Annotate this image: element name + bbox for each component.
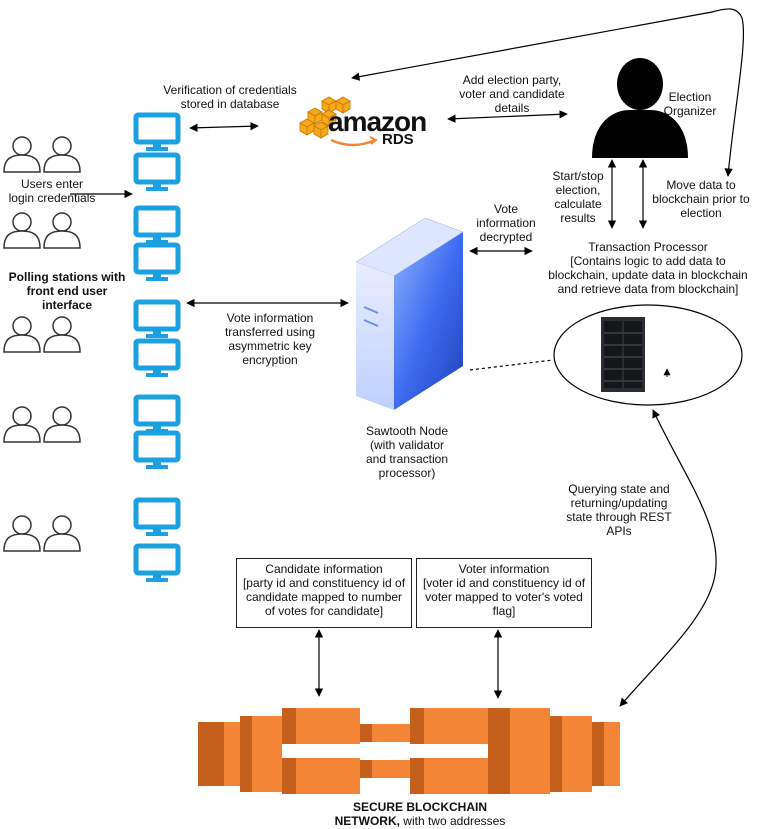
user-icon [43,212,81,249]
monitor-icon [136,245,178,281]
monitor-icon [136,208,178,244]
user-icon [43,515,81,552]
label-sawtooth-node: Sawtooth Node (with validator and transa… [365,424,449,480]
label-move-data: Move data to blockchain prior to electio… [652,178,750,220]
monitor-icon [136,341,178,377]
user-icon [3,316,41,353]
amazon-logo-text: amazon [328,106,427,137]
voter-information-box: Voter information [voter id and constitu… [416,558,592,628]
user-icon [3,406,41,443]
sawtooth-server-icon [355,217,464,410]
blockchain-caption-bold: SECURE BLOCKCHAIN NETWORK, [334,800,487,828]
monitor-icon [136,433,178,469]
amazon-rds-logo [299,96,378,147]
label-vote-decrypted: Vote information decrypted [476,202,536,244]
arrow-monitors-rds [189,122,259,132]
candidate-information-box: Candidate information [party id and cons… [236,558,412,628]
label-transaction-processor: Transaction Processor [Contains logic to… [548,240,748,296]
label-election-organizer: Election Organizer [663,90,717,118]
monitor-icons [136,115,178,582]
monitor-icon [136,397,178,433]
server-rack-icon [601,317,645,392]
user-icon [43,406,81,443]
user-icon [3,212,41,249]
user-icon [3,136,41,173]
label-users-enter: Users enter login credentials [8,177,96,205]
user-icon [43,136,81,173]
label-verification: Verification of credentials stored in da… [163,83,297,111]
blockchain-caption: SECURE BLOCKCHAIN NETWORK, with two addr… [300,800,540,828]
arrow-organizer-rds-loop [351,8,745,177]
rds-logo-text: RDS [382,131,414,148]
monitor-icon [136,302,178,338]
label-start-stop: Start/stop election, calculate results [552,169,604,225]
transaction-processor-node [553,304,743,406]
label-querying-state: Querying state and returning/updating st… [566,482,672,538]
connectors [70,8,745,707]
label-vote-transferred: Vote information transferred using asymm… [224,311,316,367]
monitor-icon [136,546,178,582]
user-icon [43,316,81,353]
blockchain-network-icon [198,708,620,794]
monitor-icon [136,155,178,191]
monitor-icon [136,115,178,151]
user-icon [3,515,41,552]
dashed-server-tp [469,359,554,371]
monitor-icon [136,500,178,536]
label-polling-stations: Polling stations with front end user int… [8,270,126,312]
blockchain-caption-rest: with two addresses [399,814,506,828]
label-add-election: Add election party, voter and candidate … [459,73,565,115]
arrow-tp-blockchain [619,409,717,707]
